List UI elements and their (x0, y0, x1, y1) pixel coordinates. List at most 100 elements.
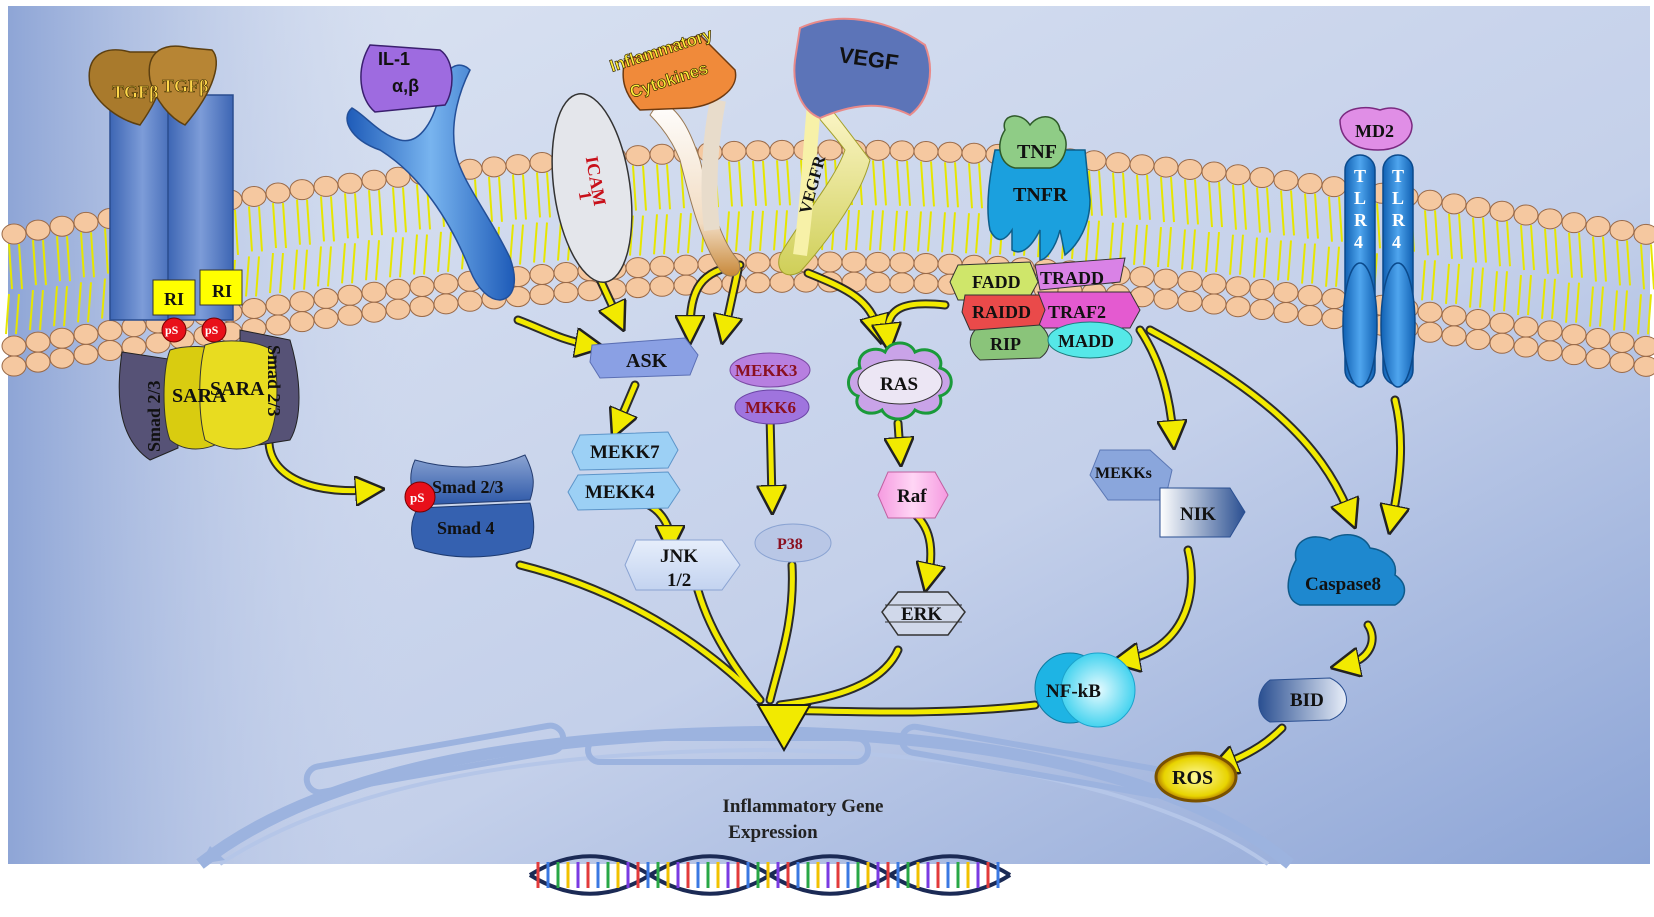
ask-label: ASK (626, 350, 668, 372)
ps-right-label: pS (205, 323, 219, 337)
sara-left-label: SARA (172, 385, 227, 407)
smad-complex-23-label: Smad 2/3 (432, 477, 504, 497)
tlr4-letter: T (1354, 166, 1366, 186)
ri-right-label: RI (212, 281, 232, 301)
tnf-receptor: TNF TNFR FADD TRADD RAIDD TRAF2 RIP MADD (949, 115, 1141, 361)
convergence-arrowhead (756, 704, 812, 752)
tlr4-letter: R (1392, 210, 1406, 230)
tlr4-letter: L (1354, 188, 1366, 208)
il1-ligand (360, 44, 453, 113)
tlr4-letter: T (1392, 166, 1404, 186)
gene-expression-label-2: Expression (728, 822, 818, 843)
tnfr-label: TNFR (1013, 184, 1068, 206)
caspase8-label: Caspase8 (1305, 574, 1381, 595)
tgfb-ligand-right (148, 45, 217, 126)
tnf-ligand (999, 115, 1067, 169)
p38-label: P38 (777, 536, 803, 553)
tradd-shape (1034, 257, 1126, 291)
rip-shape (969, 324, 1050, 361)
signal-arrows (264, 260, 1401, 765)
mekk4-label: MEKK4 (585, 482, 655, 503)
fadd-label: FADD (972, 272, 1021, 292)
dna-helix-icon (528, 854, 1012, 896)
ps-right-dot (201, 317, 227, 343)
sara-right-label: SARA (210, 378, 265, 400)
tlr4-letter: R (1354, 210, 1368, 230)
ri-left-box (152, 279, 196, 316)
gene-expression-label-1: Inflammatory Gene (723, 796, 884, 817)
madd-shape (1047, 321, 1133, 359)
jnk-label-2: 1/2 (667, 570, 691, 591)
p38-node: P38 (754, 523, 832, 563)
nucleus (196, 722, 1294, 869)
il1-label: IL-1 (378, 49, 410, 69)
smad-ps-dot (404, 481, 436, 513)
jnk-label-1: JNK (660, 546, 698, 567)
nik-label: NIK (1180, 504, 1216, 525)
mekk3-node: MEKK3 (729, 352, 811, 388)
mekk3-label: MEKK3 (735, 361, 797, 380)
jnk-node: JNK 1/2 (624, 539, 741, 591)
nfkb-label: NF-kB (1046, 681, 1101, 702)
md2-ligand (1339, 107, 1413, 151)
tnf-label: TNF (1017, 141, 1057, 163)
nuclear-pore-left (303, 722, 567, 796)
mekk7-node: MEKK7 (571, 431, 679, 471)
traf2-label: TRAF2 (1048, 302, 1106, 322)
mekk4-node: MEKK4 (567, 471, 681, 511)
tgfb-left-label: TGFβ (112, 82, 159, 102)
ros-node: ROS (1154, 751, 1238, 803)
traf2-shape (1037, 291, 1141, 329)
mekks-node: MEKKs (1089, 449, 1173, 501)
caspase8-node: Caspase8 (1287, 533, 1406, 606)
cytokine-receptor: Inflammatory Cytokines (607, 24, 741, 277)
cytokines-ligand (622, 34, 737, 111)
nik-node: NIK (1159, 487, 1246, 538)
rip-label: RIP (990, 334, 1021, 354)
icam-num-label: 1 (575, 189, 596, 201)
smad23-right-label: Smad 2/3 (264, 345, 284, 417)
icam1: ICAM 1 (551, 93, 633, 283)
tgfb-right-label: TGFβ (162, 76, 209, 96)
sara-right-shape (199, 340, 278, 450)
ri-left-label: RI (164, 289, 184, 309)
nfkb-node: NF-kB (1034, 652, 1136, 728)
ps-left-dot (161, 317, 187, 343)
ri-right-box (199, 269, 243, 306)
smad-complex: Smad 2/3 Smad 4 pS (404, 454, 535, 558)
smad-ps-label: pS (410, 490, 424, 505)
il1-ab-label: α,β (392, 76, 419, 96)
mekk7-label: MEKK7 (590, 442, 660, 463)
tgfb-receptor: TGFβ TGFβ RI RI pS pS SARA SARA Smad 2/3… (88, 45, 300, 461)
ras-label: RAS (880, 374, 918, 395)
smad23-left-block (118, 351, 179, 461)
bid-node: BID (1258, 677, 1347, 723)
ras-node: RAS (847, 341, 953, 421)
tlr4-letter: 4 (1392, 232, 1401, 252)
ros-label: ROS (1172, 767, 1213, 789)
madd-label: MADD (1058, 331, 1114, 351)
vegf-ligand (793, 17, 931, 120)
md2-label: MD2 (1355, 121, 1394, 141)
erk-node: ERK (881, 591, 966, 636)
vegf-receptor: VEGF VEGFR (778, 17, 931, 276)
mkk6-node: MKK6 (734, 389, 810, 425)
bid-label: BID (1290, 690, 1324, 711)
raf-node: Raf (877, 471, 949, 519)
tlr4-letter: 4 (1354, 232, 1363, 252)
il1-receptor: IL-1 α,β (346, 44, 516, 301)
ps-left-label: pS (165, 323, 179, 337)
mkk6-label: MKK6 (745, 398, 796, 417)
erk-label: ERK (901, 604, 942, 625)
tradd-label: TRADD (1040, 268, 1104, 288)
mekks-label: MEKKs (1095, 465, 1152, 482)
smad23-left-label: Smad 2/3 (144, 380, 164, 452)
raidd-label: RAIDD (972, 302, 1031, 322)
tlr4-letter: L (1392, 188, 1404, 208)
ask-node: ASK (589, 337, 699, 379)
nuclear-pore-center (585, 735, 871, 765)
